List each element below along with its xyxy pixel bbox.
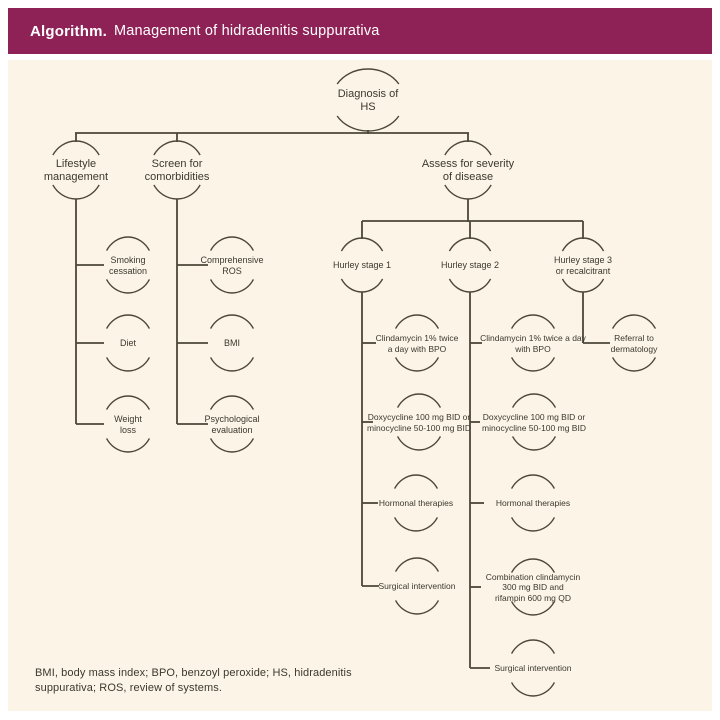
node-arc-doxy1 [396,393,442,408]
node-label-hurley3: Hurley stage 3 or recalcitrant [553,254,613,276]
node-label-hormonal2: Hormonal therapies [495,498,571,509]
node-arc-screen [153,140,201,156]
node-arc-combo2 [510,601,556,616]
node-label-hurley2: Hurley stage 2 [440,260,500,270]
node-arc-clinda2 [510,314,556,329]
node-arc-referral [611,357,657,372]
node-arc-hormonal2 [510,517,556,532]
node-arc-psych [209,395,255,410]
node-arc-bmi [209,314,255,329]
node-arc-screen [153,184,201,200]
node-arc-combo2 [510,558,556,573]
node-arc-surgical2 [510,682,556,697]
node-label-surgical1: Surgical intervention [378,581,456,592]
node-arc-hurley1 [340,237,384,252]
header-title-bold: Algorithm. [30,22,107,40]
node-arc-hurley2 [448,237,492,252]
node-arc-ros [209,279,255,294]
node-arc-hormonal2 [510,474,556,489]
node-label-bmi: BMI [223,338,240,348]
node-arc-hurley1 [340,278,384,293]
node-arc-hormonal1 [393,474,439,489]
node-arc-diet [105,314,151,329]
node-label-screen: Screen for comorbidities [144,157,210,183]
node-arc-clinda1 [394,357,440,372]
node-arc-surgical1 [394,600,440,615]
node-label-combo2: Combination clindamycin 300 mg BID and r… [485,571,581,603]
node-arc-smoking [105,236,151,251]
node-label-doxy1: Doxycycline 100 mg BID or minocycline 50… [367,412,471,433]
node-arc-clinda1 [394,314,440,329]
node-label-psych: Psychological evaluation [204,413,260,435]
node-arc-smoking [105,279,151,294]
flowchart-canvas [8,60,712,711]
node-arc-weight [105,395,151,410]
node-arc-hurley2 [448,278,492,293]
node-arc-doxy1 [396,436,442,451]
node-label-doxy2: Doxycycline 100 mg BID or minocycline 50… [482,412,586,433]
node-arc-doxy2 [511,436,557,451]
header-bar: Algorithm. Management of hidradenitis su… [8,8,712,54]
node-arc-diet [105,357,151,372]
node-arc-hurley3 [561,278,605,293]
node-label-referral: Referral to dermatology [610,333,658,354]
node-arc-diagnosis [336,115,400,132]
node-label-diagnosis: Diagnosis of HS [337,87,399,113]
node-label-lifestyle: Lifestyle management [43,157,109,183]
node-label-hormonal1: Hormonal therapies [378,498,454,509]
node-arc-surgical1 [394,557,440,572]
node-arc-referral [611,314,657,329]
node-arc-bmi [209,357,255,372]
node-label-hurley1: Hurley stage 1 [332,260,392,270]
node-arc-lifestyle [52,184,100,200]
node-label-clinda1: Clindamycin 1% twice a day with BPO [375,333,459,354]
node-arc-ros [209,236,255,251]
node-label-ros: Comprehensive ROS [200,254,264,276]
node-arc-assess [444,184,492,200]
node-arc-diagnosis [336,68,400,85]
node-arc-weight [105,438,151,453]
footnote-abbreviations: BMI, body mass index; BPO, benzoyl perox… [35,667,352,694]
node-label-diet: Diet [119,338,136,348]
node-arc-hurley3 [561,237,605,252]
node-arc-lifestyle [52,140,100,156]
node-label-assess: Assess for severity of disease [421,157,515,183]
node-label-surgical2: Surgical intervention [494,663,572,674]
header-title: Management of hidradenitis suppurativa [114,23,380,39]
node-label-clinda2: Clindamycin 1% twice a day with BPO [480,333,586,354]
node-arc-clinda2 [510,357,556,372]
node-arc-hormonal1 [393,517,439,532]
node-arc-psych [209,438,255,453]
node-arc-doxy2 [511,393,557,408]
node-label-smoking: Smoking cessation [108,254,148,276]
node-arc-assess [444,140,492,156]
node-arc-surgical2 [510,639,556,654]
node-label-weight: Weight loss [114,413,142,435]
